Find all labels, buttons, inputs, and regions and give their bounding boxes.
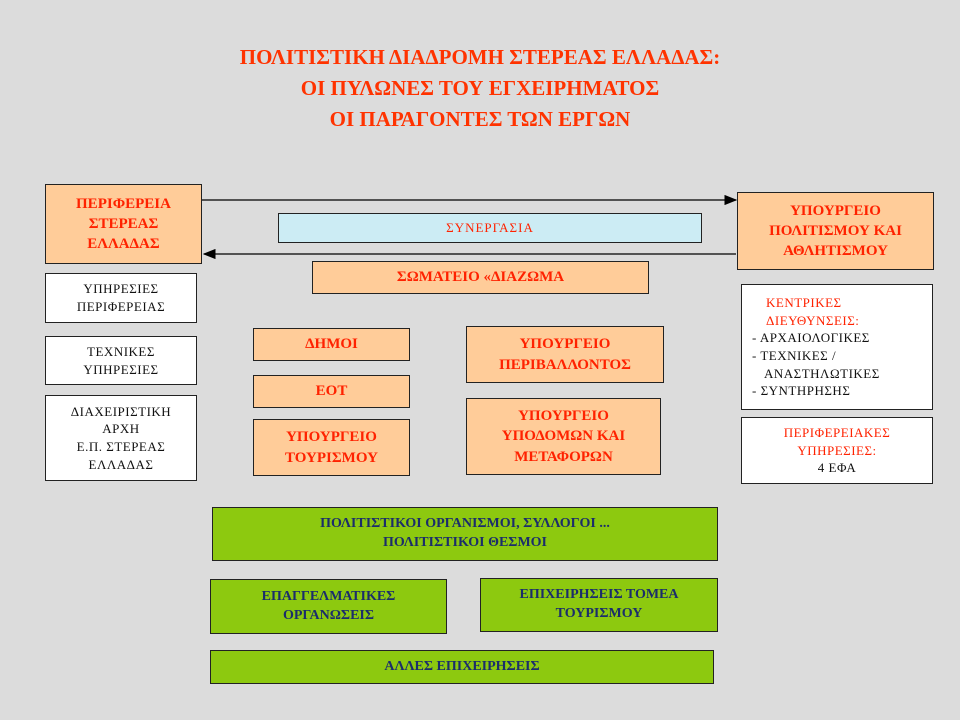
managing-authority-box: ΔΙΑΧΕΙΡΙΣΤΙΚΗ ΑΡΧΗ Ε.Π. ΣΤΕΡΕΑΣ ΕΛΛΑΔΑΣ (45, 395, 197, 481)
cooperation-box: ΣΥΝΕΡΓΑΣΙΑ (278, 213, 702, 243)
title-line-3: ΟΙ ΠΑΡΑΓΟΝΤΕΣ ΤΩΝ ΕΡΓΩΝ (329, 107, 631, 131)
ministry-environment-box: ΥΠΟΥΡΓΕΙΟ ΠΕΡΙΒΑΛΛΟΝΤΟΣ (466, 326, 664, 383)
ministry-culture-box: ΥΠΟΥΡΓΕΙΟ ΠΟΛΙΤΙΣΜΟΥ ΚΑΙ ΑΘΛΗΤΙΣΜΟΥ (737, 192, 934, 270)
municipalities-box: ΔΗΜΟΙ (253, 328, 410, 361)
technical-services-box: ΤΕΧΝΙΚΕΣ ΥΠΗΡΕΣΙΕΣ (45, 336, 197, 385)
regional-services-heading-2: ΥΠΗΡΕΣΙΕΣ: (797, 442, 877, 458)
regional-services-box: ΠΕΡΙΦΕΡΕΙΑΚΕΣ ΥΠΗΡΕΣΙΕΣ: 4 ΕΦΑ (741, 417, 933, 484)
diazoma-box: ΣΩΜΑΤΕΙΟ «ΔΙΑΖΩΜΑ (312, 261, 649, 294)
professional-organizations-box: ΕΠΑΓΓΕΛΜΑΤΙΚΕΣ ΟΡΓΑΝΩΣΕΙΣ (210, 579, 447, 634)
directorate-item: - ΤΕΧΝΙΚΕΣ / (752, 348, 837, 363)
eot-box: ΕΟΤ (253, 375, 410, 408)
directorate-item: - ΑΡΧΑΙΟΛΟΓΙΚΕΣ (752, 330, 870, 346)
region-sterea-box: ΠΕΡΙΦΕΡΕΙΑ ΣΤΕΡΕΑΣ ΕΛΛΑΔΑΣ (45, 184, 202, 264)
central-directorates-heading-2: ΔΙΕΥΘΥΝΣΕΙΣ: (766, 312, 860, 328)
directorate-item: - ΣΥΝΤΗΡΗΣΗΣ (752, 383, 851, 399)
tourism-businesses-box: ΕΠΙΧΕΙΡΗΣΕΙΣ ΤΟΜΕΑ ΤΟΥΡΙΣΜΟΥ (480, 578, 718, 632)
title-line-1: ΠΟΛΙΤΙΣΤΙΚΗ ΔΙΑΔΡΟΜΗ ΣΤΕΡΕΑΣ ΕΛΛΑΔΑΣ: (239, 45, 721, 69)
directorate-item: ΑΝΑΣΤΗΛΩΤΙΚΕΣ (764, 365, 880, 381)
central-directorates-box: ΚΕΝΤΡΙΚΕΣ ΔΙΕΥΘΥΝΣΕΙΣ: - ΑΡΧΑΙΟΛΟΓΙΚΕΣ -… (741, 284, 933, 410)
regional-services-heading-1: ΠΕΡΙΦΕΡΕΙΑΚΕΣ (783, 425, 891, 441)
page-title: ΠΟΛΙΤΙΣΤΙΚΗ ΔΙΑΔΡΟΜΗ ΣΤΕΡΕΑΣ ΕΛΛΑΔΑΣ: ΟΙ… (0, 42, 960, 135)
ministry-tourism-box: ΥΠΟΥΡΓΕΙΟ ΤΟΥΡΙΣΜΟΥ (253, 419, 410, 476)
central-directorates-heading-1: ΚΕΝΤΡΙΚΕΣ (766, 295, 842, 311)
title-line-2: ΟΙ ΠΥΛΩΝΕΣ ΤΟΥ ΕΓΧΕΙΡΗΜΑΤΟΣ (300, 76, 660, 100)
regional-services-value: 4 ΕΦΑ (817, 460, 857, 476)
region-services-box: ΥΠΗΡΕΣΙΕΣ ΠΕΡΙΦΕΡΕΙΑΣ (45, 273, 197, 323)
ministry-infrastructure-box: ΥΠΟΥΡΓΕΙΟ ΥΠΟΔΟΜΩΝ ΚΑΙ ΜΕΤΑΦΟΡΩΝ (466, 398, 661, 475)
other-businesses-box: ΑΛΛΕΣ ΕΠΙΧΕΙΡΗΣΕΙΣ (210, 650, 714, 684)
cultural-organizations-box: ΠΟΛΙΤΙΣΤΙΚΟΙ ΟΡΓΑΝΙΣΜΟΙ, ΣΥΛΛΟΓΟΙ ... ΠΟ… (212, 507, 718, 561)
